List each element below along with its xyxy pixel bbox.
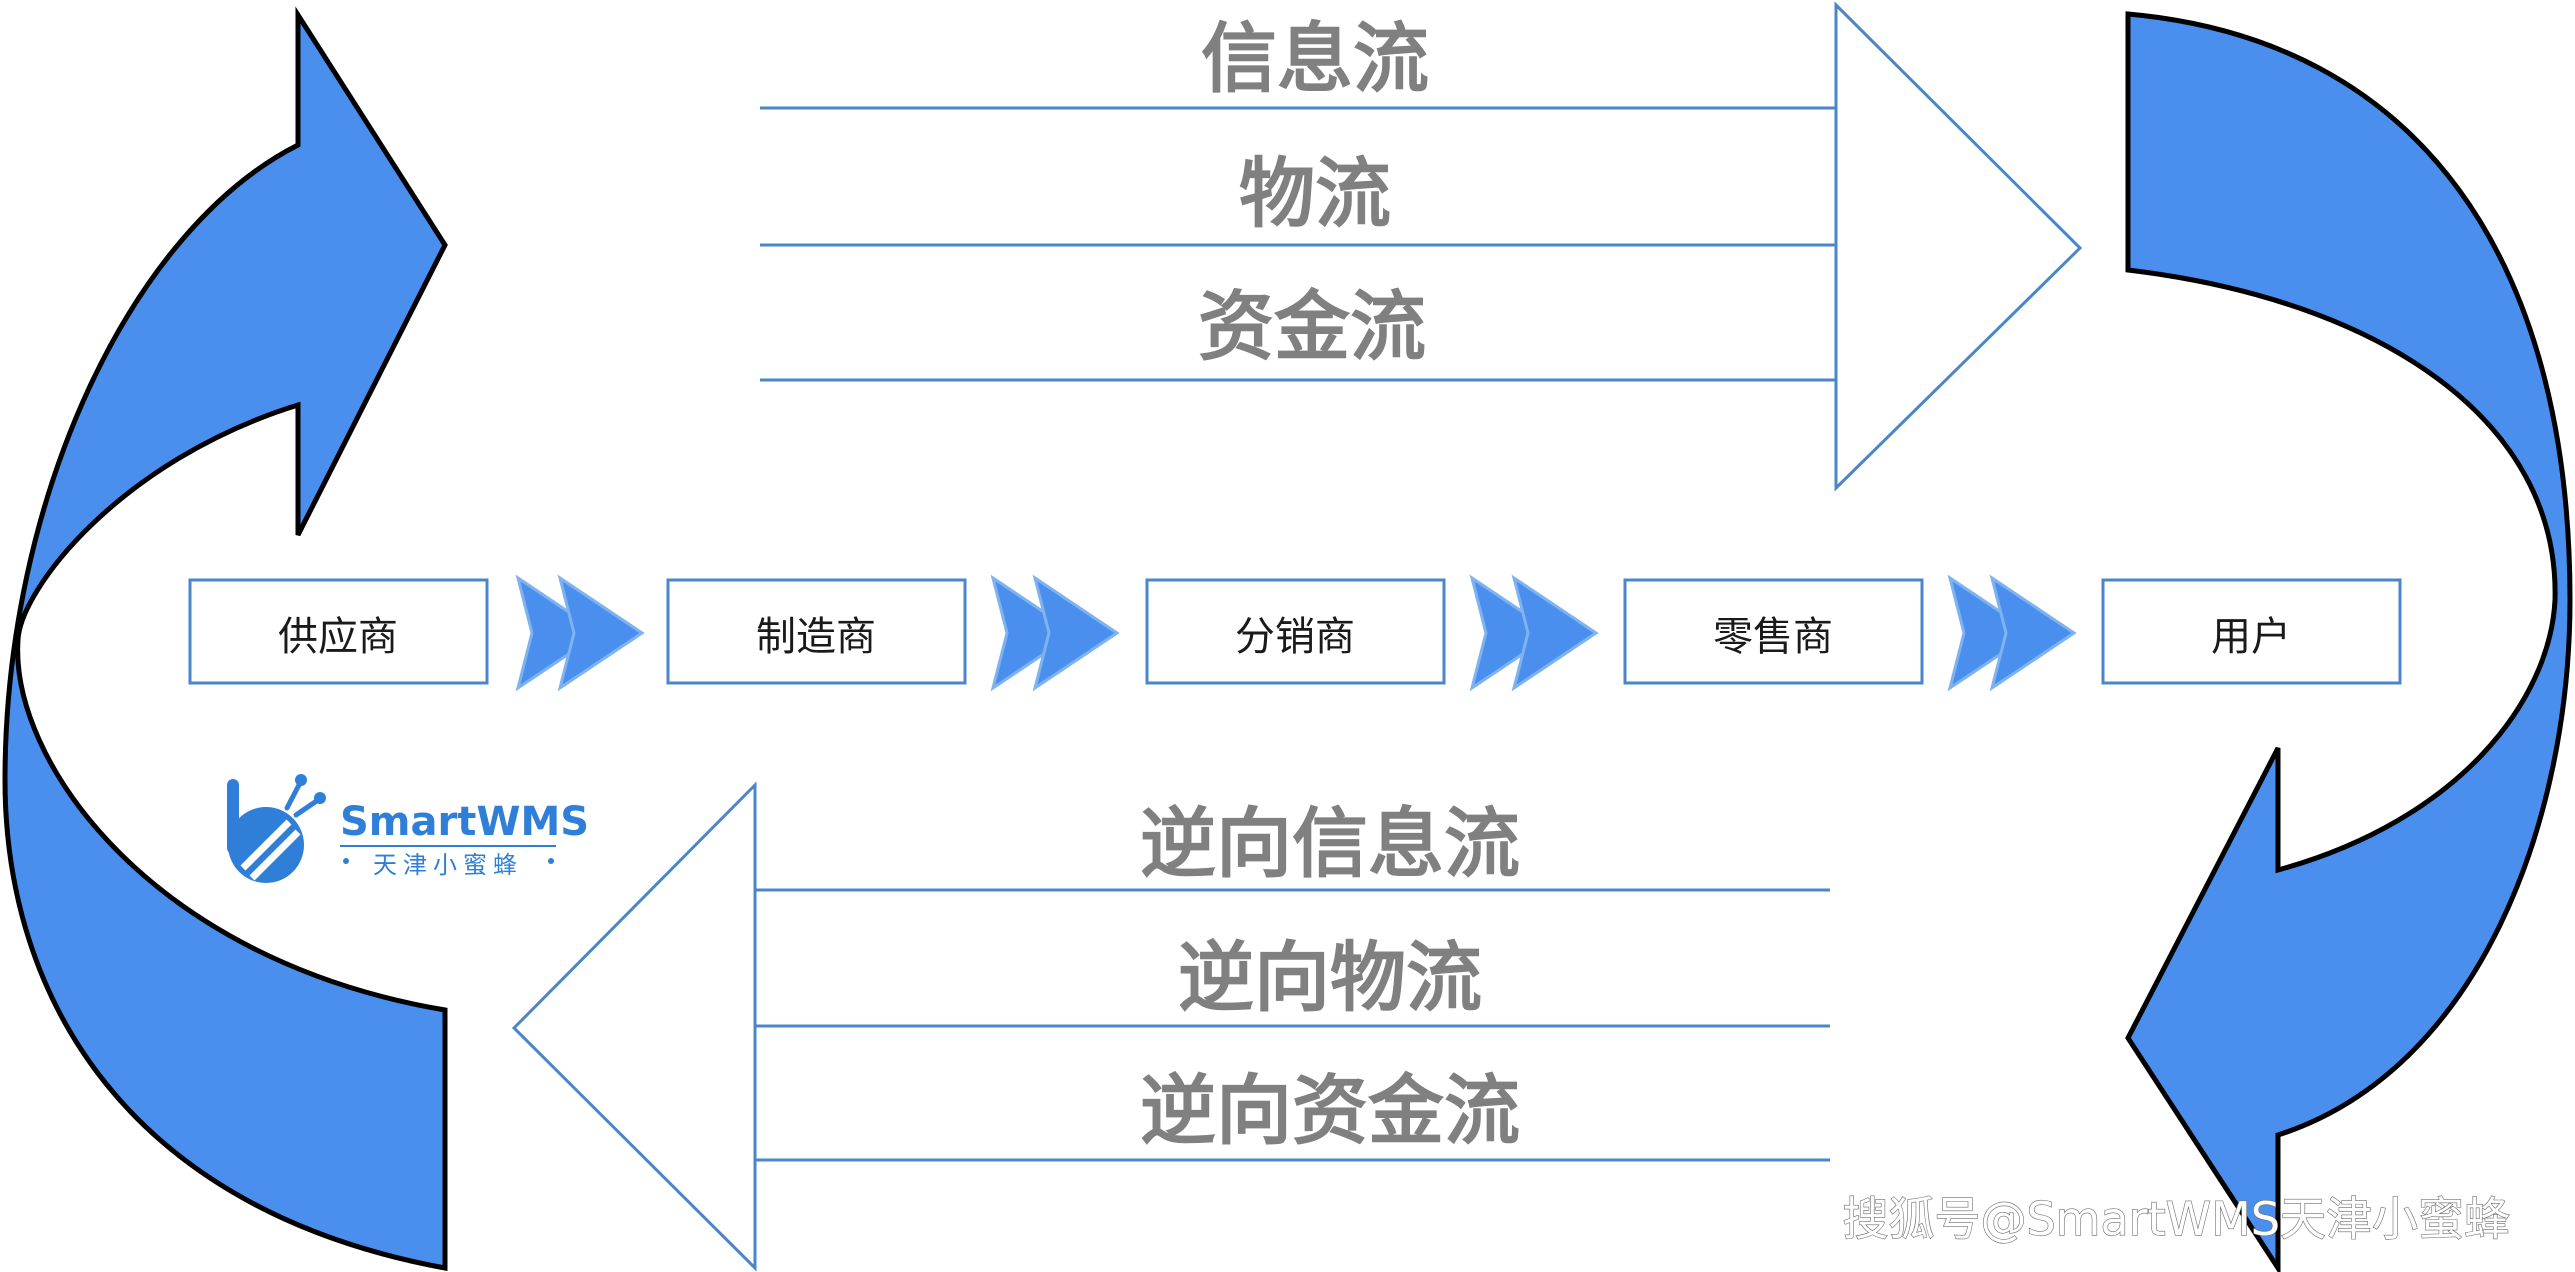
- reverse-flow-label: 逆向信息流: [1140, 799, 1520, 888]
- chain-node-label: 零售商: [1713, 614, 1833, 660]
- reverse-flow-arrow: [511, 781, 1830, 1272]
- right-curved-arrow: [2125, 11, 2573, 1272]
- double-chevron-icon: [1947, 574, 2077, 692]
- chain-node-label: 分销商: [1235, 614, 1355, 660]
- logo-brand: SmartWMS: [340, 799, 589, 845]
- left-curved-arrow: [2, 6, 448, 1272]
- smartwms-logo: SmartWMS 天津小蜜蜂: [227, 774, 589, 883]
- chain-node-label: 制造商: [756, 614, 876, 660]
- chain-node-distributor: 分销商: [1145, 578, 1446, 685]
- double-chevron-icon: [515, 574, 645, 692]
- logo-subtitle: 天津小蜜蜂: [373, 851, 523, 879]
- chain-node-supplier: 供应商: [188, 578, 489, 685]
- bee-logo-icon: [227, 774, 326, 883]
- forward-flow-label: 物流: [1239, 149, 1391, 238]
- watermark-text: 搜狐号@SmartWMS天津小蜜蜂: [1842, 1192, 2510, 1246]
- chain-node-retailer: 零售商: [1623, 578, 1924, 685]
- chain-node-manufacturer: 制造商: [666, 578, 967, 685]
- double-chevron-icon: [1469, 574, 1599, 692]
- forward-flow-arrow: [760, 1, 2083, 492]
- reverse-flow-label: 逆向物流: [1178, 933, 1482, 1022]
- forward-flow-label: 信息流: [1201, 14, 1429, 103]
- double-chevron-icon: [990, 574, 1120, 692]
- chain-node-user: 用户: [2101, 578, 2402, 685]
- forward-flow-label: 资金流: [1198, 282, 1426, 371]
- chain-node-label: 用户: [2211, 614, 2291, 660]
- reverse-flow-label: 逆向资金流: [1140, 1066, 1520, 1155]
- chain-node-label: 供应商: [278, 614, 398, 660]
